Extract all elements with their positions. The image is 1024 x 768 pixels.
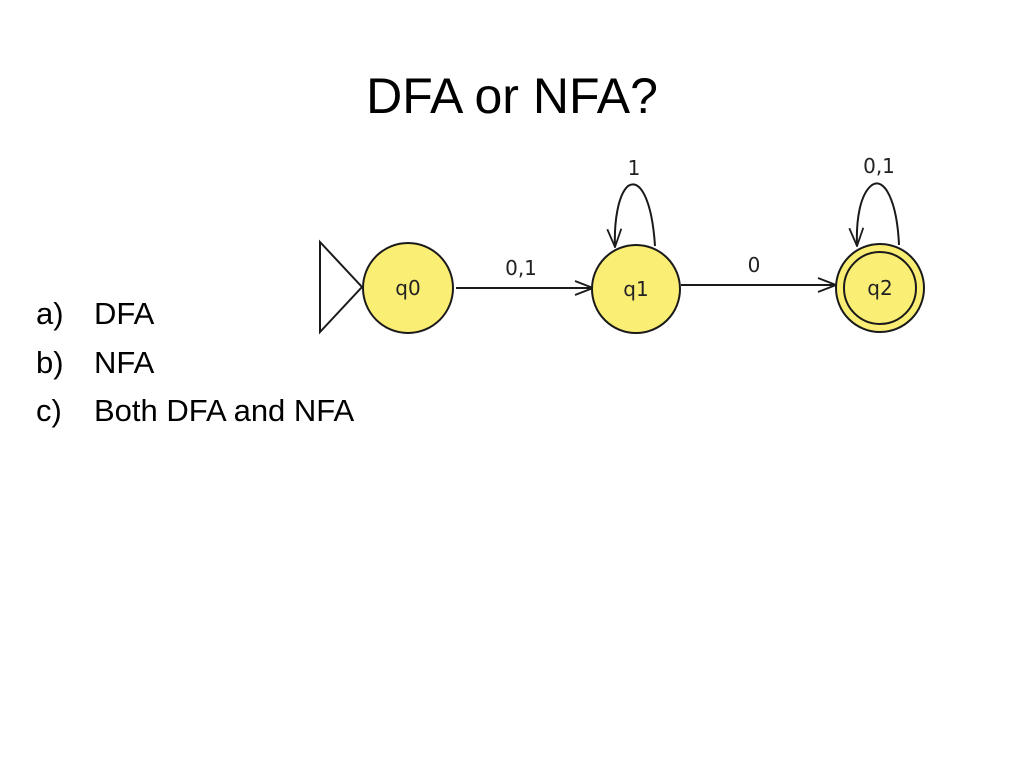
state-q2-outer-circle bbox=[835, 243, 925, 333]
option-text: Both DFA and NFA bbox=[94, 393, 355, 428]
state-q2: q2 bbox=[835, 243, 925, 333]
state-q1-circle bbox=[591, 244, 681, 334]
transition-label-q1-q1: 1 bbox=[628, 156, 641, 180]
option-b: b) NFA bbox=[36, 339, 354, 388]
option-marker: b) bbox=[36, 344, 64, 380]
initial-state-marker bbox=[319, 239, 364, 335]
slide-title: DFA or NFA? bbox=[366, 68, 658, 124]
state-q2-label: q2 bbox=[867, 276, 892, 300]
option-marker: a) bbox=[36, 296, 64, 331]
option-text: NFA bbox=[94, 344, 155, 380]
transition-label-q2-q2: 0,1 bbox=[863, 154, 895, 178]
transition-label-q0-q1: 0,1 bbox=[505, 256, 537, 280]
state-q2-inner-circle bbox=[843, 251, 917, 325]
option-c: c) Both DFA and NFA bbox=[36, 387, 354, 436]
option-marker: c) bbox=[36, 393, 62, 428]
transition-q2-q2 bbox=[857, 182, 900, 246]
option-text: DFA bbox=[94, 296, 155, 331]
option-a: a) DFA bbox=[36, 290, 354, 339]
transition-q1-q1 bbox=[615, 183, 656, 247]
state-q1-label: q1 bbox=[623, 277, 648, 301]
state-q0-circle bbox=[362, 242, 454, 334]
state-q1: q1 bbox=[591, 244, 681, 334]
state-q0-label: q0 bbox=[395, 276, 420, 300]
answer-options: a) DFA b) NFA c) Both DFA and NFA bbox=[36, 290, 354, 436]
state-q0: q0 bbox=[362, 242, 454, 334]
transition-label-q1-q2: 0 bbox=[748, 253, 761, 277]
